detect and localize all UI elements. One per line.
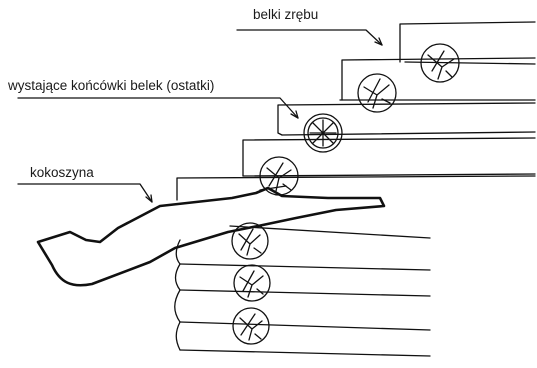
log-end-6 (233, 264, 271, 302)
label-beam-ends: wystające końcówki belek (ostatki) (8, 78, 215, 93)
log-end-7 (232, 307, 270, 345)
lower-beam-outlines (174, 225, 431, 357)
leader-beam-ends (17, 97, 299, 119)
log-end-4 (259, 156, 299, 196)
label-kokoszyna: kokoszyna (30, 165, 94, 180)
log-end-2 (357, 73, 397, 113)
kokoszyna-beam (36, 185, 386, 287)
log-end-1 (420, 43, 460, 83)
leader-beams (236, 29, 383, 46)
stepped-beam-outlines (176, 21, 536, 201)
log-end-5 (231, 222, 269, 260)
leader-kokoszyna (17, 183, 153, 203)
log-end-3 (303, 113, 343, 153)
label-beams: belki zrębu (253, 7, 319, 22)
